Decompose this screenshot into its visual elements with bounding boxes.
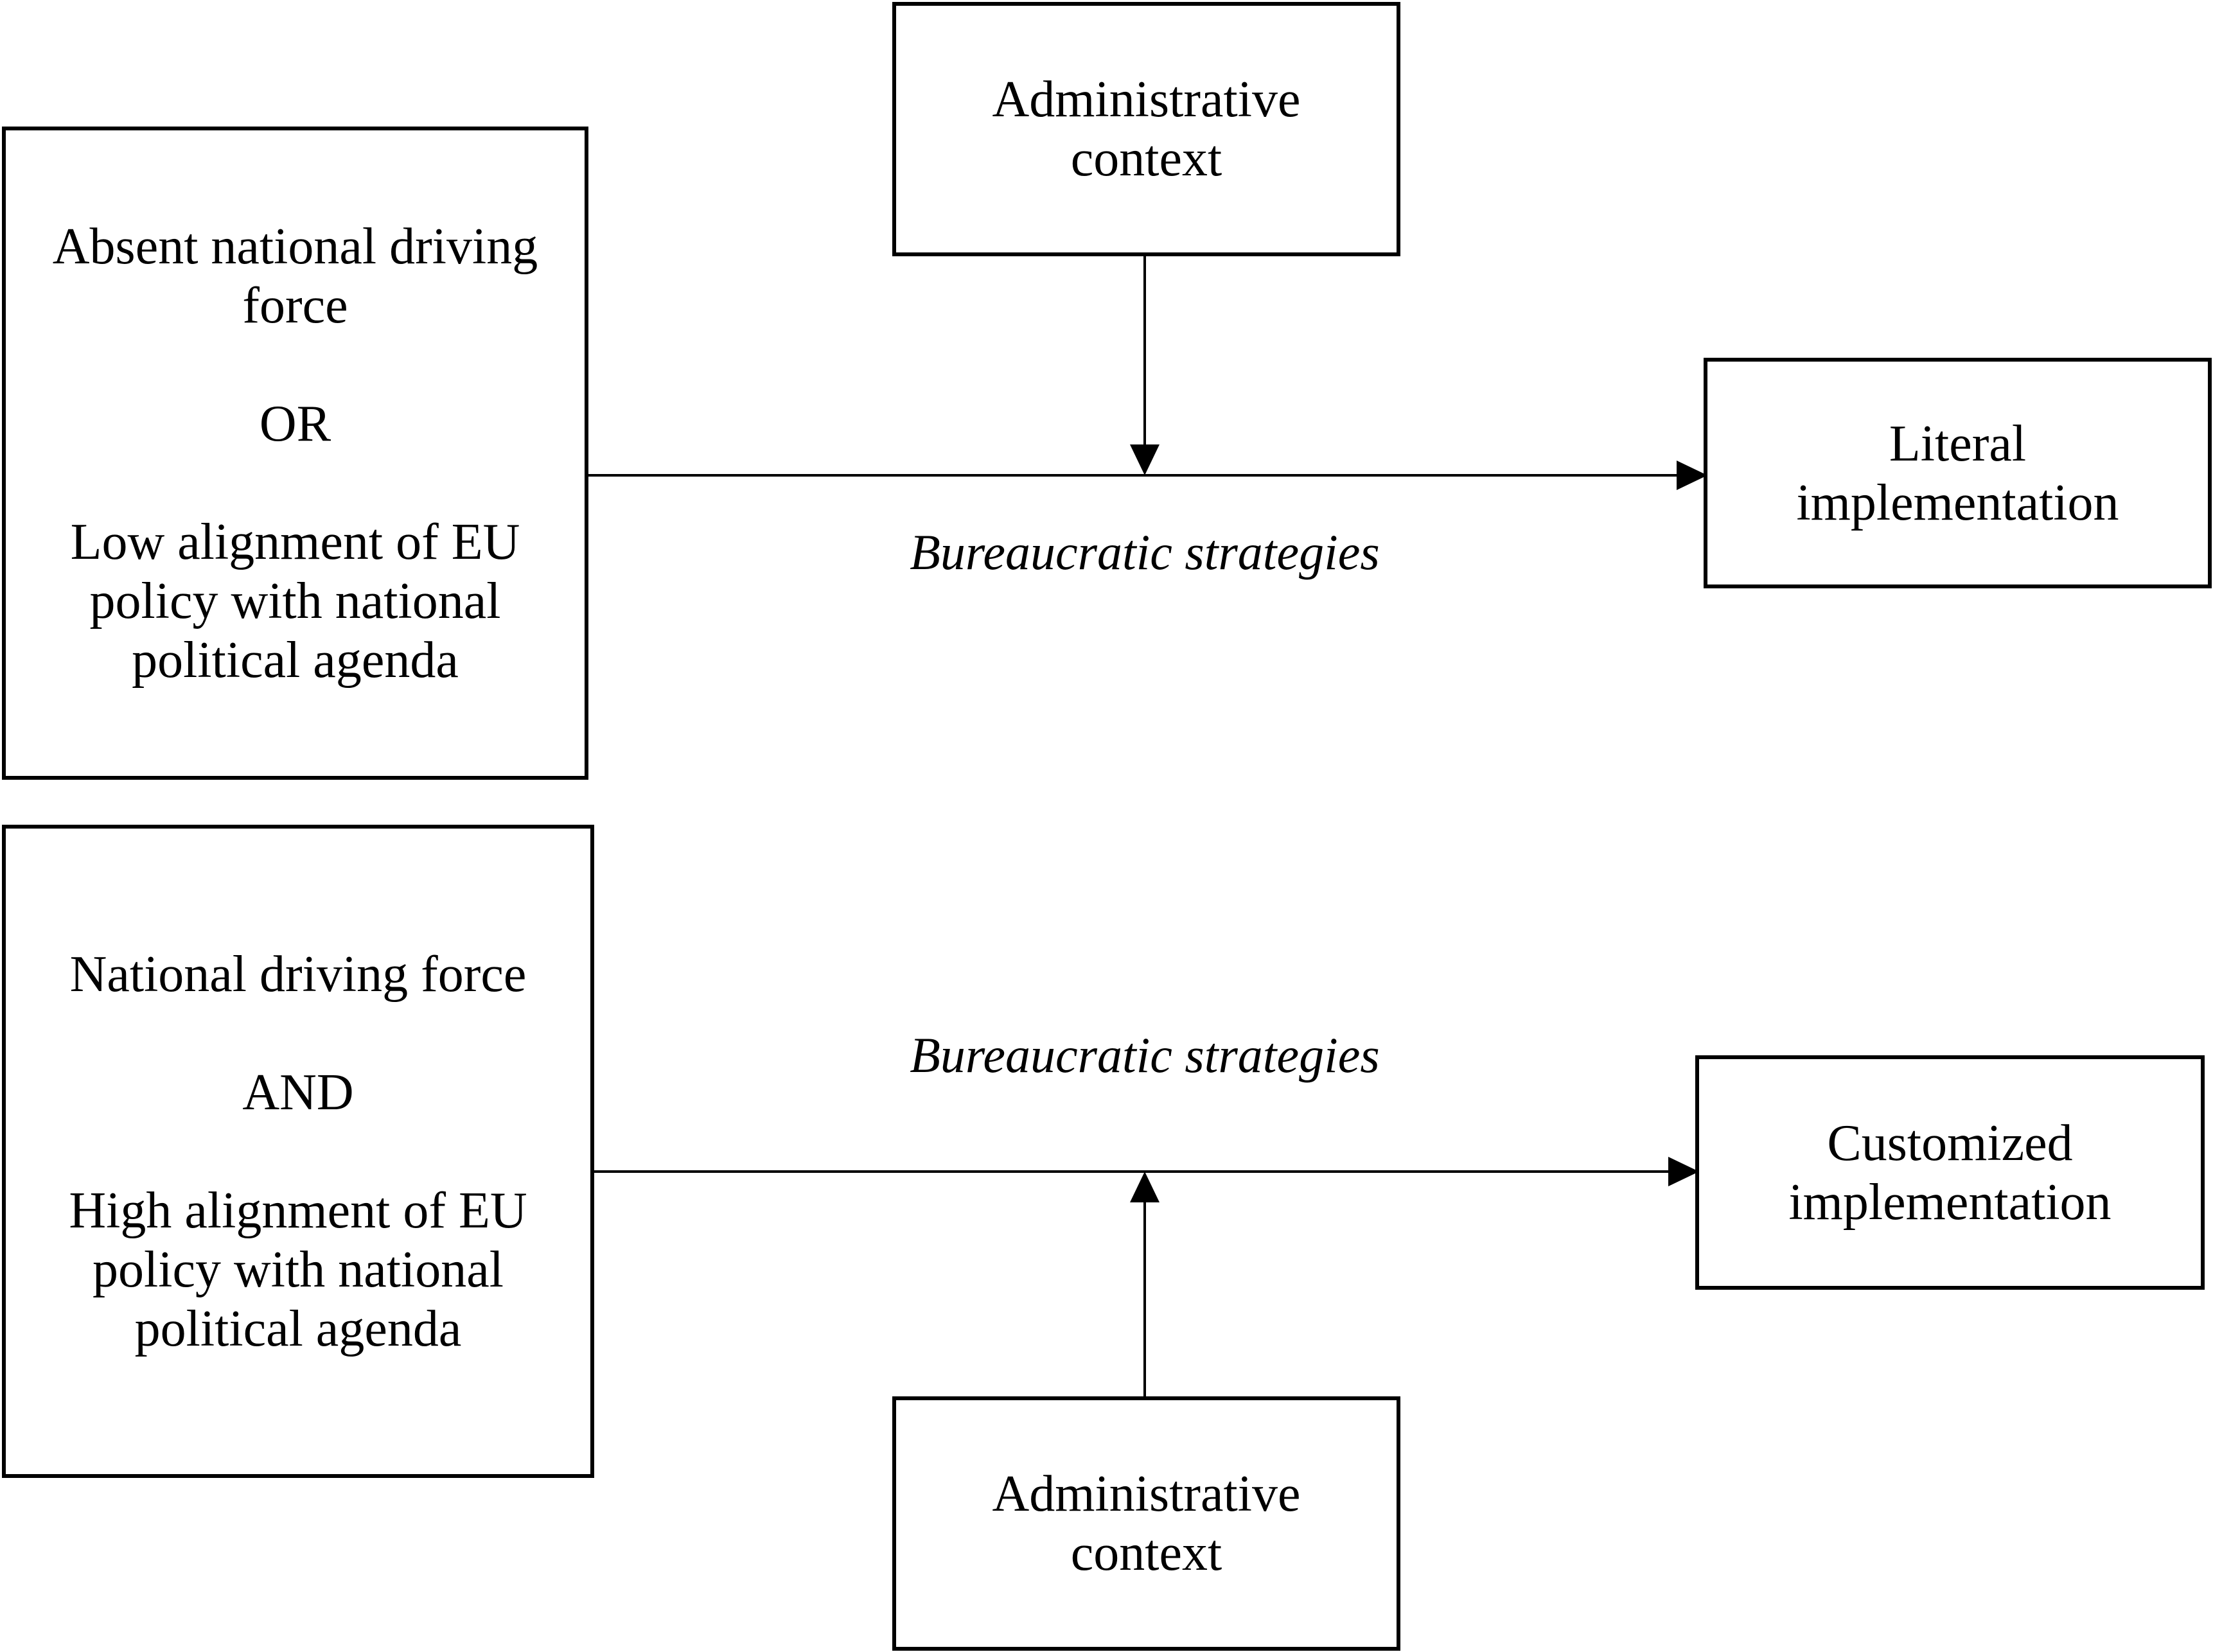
bottom-moderator-arrowhead xyxy=(1130,1172,1159,1202)
bottom-outcome-box: Customized implementation xyxy=(1695,1055,2205,1290)
bottom-flow-arrowhead xyxy=(1668,1157,1699,1186)
top-strategy-label: Bureaucratic strategies xyxy=(910,524,1380,580)
top-context-line-2: context xyxy=(1070,130,1222,187)
bottom-condition-box: National driving force AND High alignmen… xyxy=(2,825,594,1478)
bottom-strategy-label: Bureaucratic strategies xyxy=(910,1027,1380,1083)
bottom-outcome-line-2: implementation xyxy=(1788,1173,2112,1231)
top-context-box: Administrative context xyxy=(892,2,1400,256)
top-condition-line-1: Absent national driving xyxy=(52,218,538,275)
bottom-context-line-1: Administrative xyxy=(992,1466,1301,1522)
bottom-condition-line-3: policy with national xyxy=(93,1241,504,1298)
top-moderator-arrowhead xyxy=(1130,444,1159,475)
bottom-condition-line-2: High alignment of EU xyxy=(69,1182,527,1239)
top-condition-line-4: policy with national xyxy=(89,572,501,629)
top-condition-line-2: force xyxy=(242,277,348,334)
top-flow-arrowhead xyxy=(1677,461,1707,490)
bottom-condition-connector: AND xyxy=(242,1064,354,1121)
top-context-line-1: Administrative xyxy=(992,71,1301,128)
top-outcome-box: Literal implementation xyxy=(1704,358,2212,588)
bottom-context-line-2: context xyxy=(1070,1525,1222,1581)
bottom-condition-line-1: National driving force xyxy=(69,945,527,1003)
top-condition-line-5: political agenda xyxy=(132,631,459,689)
bottom-outcome-line-1: Customized xyxy=(1827,1114,2073,1172)
bottom-context-box: Administrative context xyxy=(892,1396,1400,1651)
top-condition-box: Absent national driving force OR Low ali… xyxy=(2,127,588,780)
bottom-condition-line-4: political agenda xyxy=(134,1300,462,1357)
top-condition-line-3: Low alignment of EU xyxy=(70,513,520,570)
top-outcome-line-2: implementation xyxy=(1796,474,2119,531)
top-condition-connector: OR xyxy=(259,395,331,452)
top-outcome-line-1: Literal xyxy=(1889,415,2027,472)
